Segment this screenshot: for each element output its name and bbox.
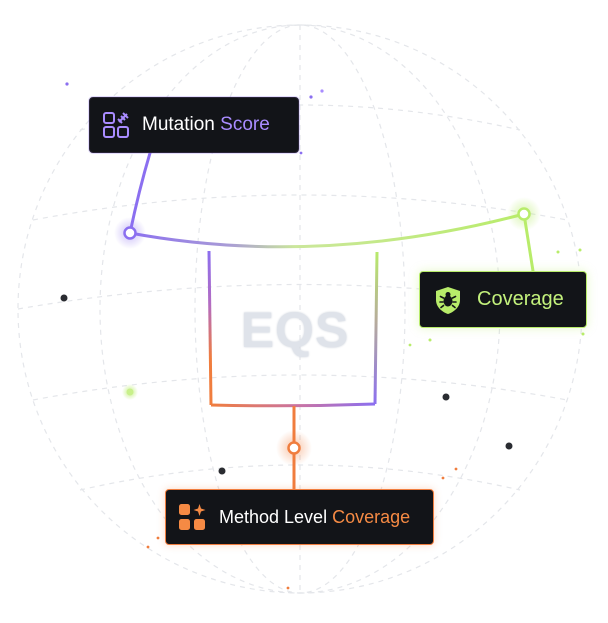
mutation-label-accent: Score [220, 114, 270, 135]
purple-node [123, 226, 137, 240]
scatter-dots [60, 82, 585, 590]
center-box-left [207, 250, 213, 406]
connector-lines [128, 151, 535, 491]
blocks-sparkle-icon [178, 503, 207, 532]
mutation-label-main: Mutation [142, 114, 215, 135]
mutation-score-label: Mutation Score [142, 114, 270, 136]
center-box-bottom [210, 402, 376, 408]
method-label-main: Method Level [219, 506, 328, 527]
center-box [207, 250, 379, 448]
node-circles [123, 207, 531, 455]
green-node [517, 207, 531, 221]
center-box-right [373, 251, 379, 405]
bug-shield-icon [433, 285, 463, 315]
eqs-label: EQS [240, 302, 350, 358]
mutation-connector [128, 151, 152, 235]
coverage-card[interactable]: Coverage [419, 271, 587, 328]
method-level-coverage-label: Method Level Coverage [219, 507, 410, 528]
orange-node [287, 441, 301, 455]
method-level-coverage-card[interactable]: Method Level Coverage [165, 489, 434, 545]
method-label-accent: Coverage [332, 506, 411, 527]
top-arc [128, 212, 526, 249]
mutation-icon [102, 111, 130, 139]
mutation-score-card[interactable]: Mutation Score [89, 97, 299, 153]
coverage-label: Coverage [477, 288, 564, 310]
